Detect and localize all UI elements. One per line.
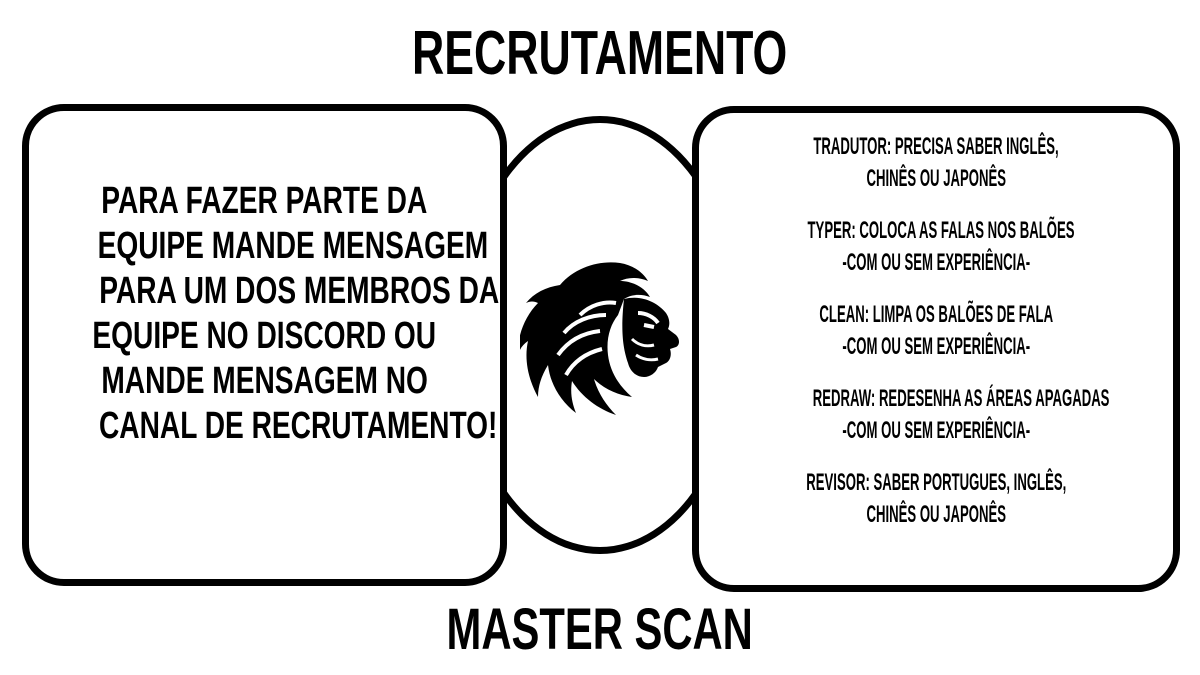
instruction-line: PARA FAZER PARTE DA xyxy=(101,180,428,222)
role-requirement: CHINÊS OU JAPONÊS xyxy=(866,501,1006,528)
role-description: REVISOR: SABER PORTUGUES, INGLÊS, xyxy=(806,469,1067,496)
join-instructions-panel: PARA FAZER PARTE DA EQUIPE MANDE MENSAGE… xyxy=(22,104,507,586)
role-tradutor: TRADUTOR: PRECISA SABER INGLÊS, CHINÊS O… xyxy=(699,131,1173,195)
page-title-text: RECRUTAMENTO xyxy=(412,19,788,88)
instruction-line: EQUIPE NO DISCORD OU xyxy=(92,315,437,357)
lion-mane xyxy=(520,262,650,415)
roles-list: TRADUTOR: PRECISA SABER INGLÊS, CHINÊS O… xyxy=(699,131,1173,551)
instruction-line: CANAL DE RECRUTAMENTO! xyxy=(98,405,498,447)
role-description: TYPER: COLOCA AS FALAS NOS BALÕES xyxy=(807,217,1075,244)
instruction-line: MANDE MENSAGEM NO xyxy=(101,360,428,402)
join-instructions-text: PARA FAZER PARTE DA EQUIPE MANDE MENSAGE… xyxy=(29,179,500,449)
scan-group-name: MASTER SCAN xyxy=(0,596,1200,664)
role-typer: TYPER: COLOCA AS FALAS NOS BALÕES -COM O… xyxy=(699,215,1173,279)
role-description: CLEAN: LIMPA OS BALÕES DE FALA xyxy=(819,301,1053,328)
roles-panel: TRADUTOR: PRECISA SABER INGLÊS, CHINÊS O… xyxy=(692,106,1180,592)
lion-face xyxy=(622,297,679,377)
role-revisor: REVISOR: SABER PORTUGUES, INGLÊS, CHINÊS… xyxy=(699,467,1173,531)
role-clean: CLEAN: LIMPA OS BALÕES DE FALA -COM OU S… xyxy=(699,299,1173,363)
role-description: REDRAW: REDESENHA AS ÁREAS APAGADAS xyxy=(812,385,1110,412)
lion-head-icon xyxy=(520,262,679,415)
instruction-line: EQUIPE MANDE MENSAGEM xyxy=(97,225,489,267)
role-requirement: CHINÊS OU JAPONÊS xyxy=(866,165,1006,192)
role-requirement: -COM OU SEM EXPERIÊNCIA- xyxy=(842,333,1030,360)
role-requirement: -COM OU SEM EXPERIÊNCIA- xyxy=(842,417,1030,444)
scan-group-name-text: MASTER SCAN xyxy=(446,597,754,662)
page-title: RECRUTAMENTO xyxy=(0,18,1200,90)
role-requirement: -COM OU SEM EXPERIÊNCIA- xyxy=(842,249,1030,276)
instruction-line: PARA UM DOS MEMBROS DA xyxy=(99,270,500,312)
role-redraw: REDRAW: REDESENHA AS ÁREAS APAGADAS -COM… xyxy=(699,383,1173,447)
role-description: TRADUTOR: PRECISA SABER INGLÊS, xyxy=(813,133,1059,160)
